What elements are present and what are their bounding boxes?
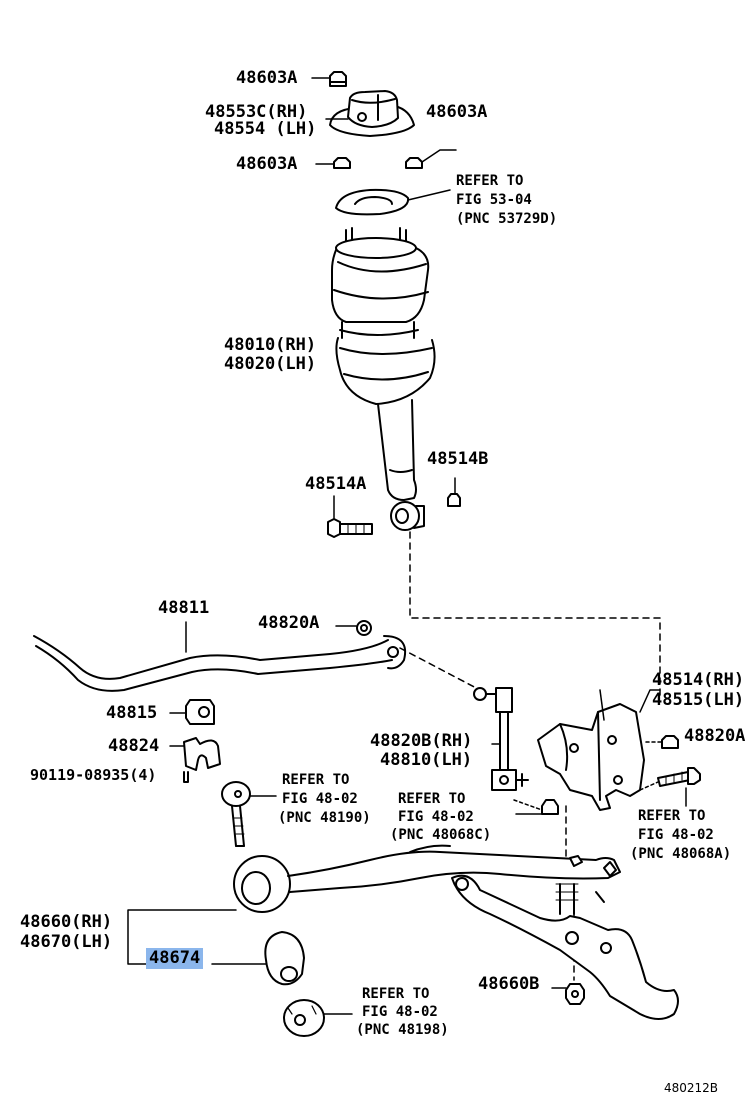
label-48020: 48020(LH) xyxy=(224,354,317,374)
refer-48190-line1: REFER TO xyxy=(282,772,350,788)
refer-53-04-line2: FIG 53-04 xyxy=(456,192,532,208)
nut-48068c xyxy=(541,799,559,815)
steering-knuckle xyxy=(451,874,679,1020)
upper-support-48553c xyxy=(329,90,415,137)
label-48670: 48670(LH) xyxy=(20,932,113,952)
figure-code: 480212B xyxy=(664,1081,719,1095)
refer-48068c-line1: REFER TO xyxy=(398,791,466,807)
label-90119: 90119-08935(4) xyxy=(30,766,157,784)
nut-48603a-top xyxy=(329,71,347,87)
label-48010: 48010(RH) xyxy=(224,335,317,355)
gasket xyxy=(335,188,410,216)
stabilizer-bar-48811 xyxy=(33,635,406,692)
refer-48190-line3: (PNC 48190) xyxy=(278,810,371,826)
bolt-48514a xyxy=(327,518,373,538)
label-48815: 48815 xyxy=(106,703,158,723)
label-48811: 48811 xyxy=(158,598,210,618)
refer-48068c-line3: (PNC 48068C) xyxy=(390,827,492,843)
label-48514a: 48514A xyxy=(305,474,367,494)
boot-48674 xyxy=(264,931,305,986)
refer-48198-line2: FIG 48-02 xyxy=(362,1004,438,1020)
air-spring-48010 xyxy=(331,227,436,531)
nut-48514b xyxy=(447,493,461,507)
label-48820a-right: 48820A xyxy=(684,726,746,746)
label-48603a-top: 48603A xyxy=(236,68,298,88)
label-48810: 48810(LH) xyxy=(380,750,473,770)
label-48674-highlighted[interactable]: 48674 xyxy=(146,948,204,969)
label-48660b: 48660B xyxy=(478,974,540,994)
label-48514rh: 48514(RH) xyxy=(652,670,745,690)
refer-48198-line1: REFER TO xyxy=(362,986,430,1002)
label-48820a-top: 48820A xyxy=(258,613,320,633)
label-48514b: 48514B xyxy=(427,449,489,469)
label-48820b: 48820B(RH) xyxy=(370,731,473,751)
bracket-48824 xyxy=(183,737,221,771)
label-48603a-right: 48603A xyxy=(426,102,488,122)
refer-48068a-line2: FIG 48-02 xyxy=(638,827,714,843)
nut-48603a-mid xyxy=(333,157,351,169)
nut-48603a-right xyxy=(405,157,423,169)
stabilizer-link-48810 xyxy=(473,687,529,791)
nut-48820a-right xyxy=(661,735,679,749)
bolt-90119 xyxy=(183,771,189,783)
refer-48068a-line3: (PNC 48068A) xyxy=(630,846,732,862)
refer-53-04-line1: REFER TO xyxy=(456,173,524,189)
label-48603a-mid: 48603A xyxy=(236,154,298,174)
refer-53-04-line3: (PNC 53729D) xyxy=(456,211,558,227)
label-48554: 48554 (LH) xyxy=(214,119,317,139)
refer-48198-line3: (PNC 48198) xyxy=(356,1022,449,1038)
label-48515lh: 48515(LH) xyxy=(652,690,745,710)
bolt-48068a xyxy=(657,767,701,787)
refer-48068a-line1: REFER TO xyxy=(638,808,706,824)
label-48553c: 48553C(RH) xyxy=(205,102,308,122)
refer-48068c-line2: FIG 48-02 xyxy=(398,809,474,825)
bolt-48190 xyxy=(221,781,251,847)
bracket-48514 xyxy=(537,703,645,811)
refer-48190-line2: FIG 48-02 xyxy=(282,791,358,807)
nut-48660b xyxy=(565,983,585,1005)
label-48824: 48824 xyxy=(108,736,160,756)
nut-48820a-bar xyxy=(356,620,372,636)
bushing-48815 xyxy=(185,699,215,725)
label-48660: 48660(RH) xyxy=(20,912,113,932)
lower-arm-48660 xyxy=(233,844,621,913)
bushing-48198 xyxy=(283,999,325,1037)
